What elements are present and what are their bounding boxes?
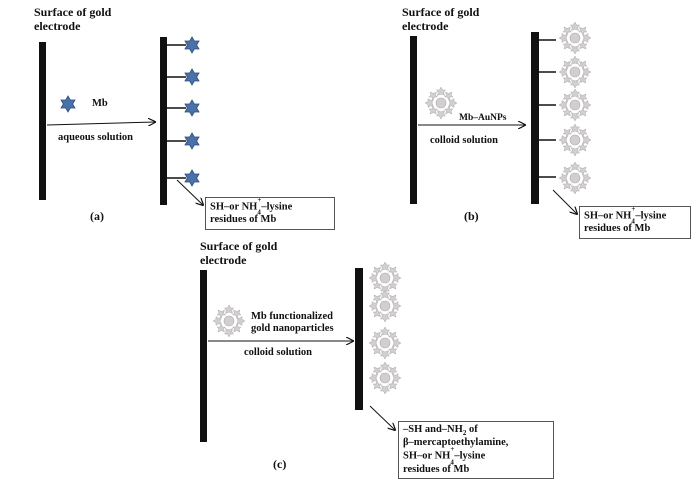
bound-nanoparticles-c bbox=[368, 261, 402, 395]
panel-c bbox=[200, 261, 402, 442]
panel-a-callout-box: SH–or NH+4–lysine residues of Mb bbox=[205, 197, 335, 230]
electrode-a-modified bbox=[160, 37, 167, 205]
panel-c-reagent-label: Mb functionalized gold nanoparticles bbox=[251, 311, 334, 335]
panel-b-medium-label: colloid solution bbox=[430, 135, 498, 146]
panel-a-reagent-label: Mb bbox=[92, 98, 108, 109]
electrode-a-bare bbox=[39, 42, 46, 200]
panel-c-label: (c) bbox=[273, 457, 287, 471]
panel-a-label: (a) bbox=[90, 209, 104, 223]
callout-pointer-a bbox=[176, 179, 203, 205]
reaction-arrow-a bbox=[46, 122, 155, 125]
linker-group-a bbox=[167, 44, 186, 179]
panel-a-medium-label: aqueous solution bbox=[58, 132, 133, 143]
mb-star-icon bbox=[60, 95, 76, 113]
bound-mb-stars-a bbox=[184, 36, 200, 187]
bound-nanoparticles-b bbox=[558, 21, 592, 195]
electrode-c-bare bbox=[200, 270, 207, 442]
electrode-b-modified bbox=[531, 32, 539, 204]
mb-gold-np-icon bbox=[212, 304, 246, 338]
mb-aunp-icon bbox=[424, 86, 458, 120]
panel-a-title: Surface of gold electrode bbox=[34, 5, 112, 33]
panel-b-callout-box: SH–or NH+4–lysine residues of Mb bbox=[579, 206, 691, 239]
panel-c-callout-box: –SH and–NH2 of β–mercaptoethylamine, SH–… bbox=[398, 421, 554, 480]
panel-c-medium-label: colloid solution bbox=[244, 347, 312, 358]
callout-pointer-b bbox=[552, 189, 577, 214]
panel-c-title: Surface of gold electrode bbox=[200, 239, 278, 267]
panel-b bbox=[410, 21, 592, 214]
panel-b-reagent-label: Mb–AuNPs bbox=[459, 113, 507, 123]
electrode-b-bare bbox=[410, 36, 417, 204]
callout-pointer-c bbox=[369, 405, 395, 430]
linker-group-b bbox=[539, 39, 556, 178]
electrode-c-modified bbox=[355, 268, 363, 410]
panel-b-title: Surface of gold electrode bbox=[402, 5, 480, 33]
panel-b-label: (b) bbox=[464, 209, 479, 223]
panel-a bbox=[39, 36, 203, 205]
